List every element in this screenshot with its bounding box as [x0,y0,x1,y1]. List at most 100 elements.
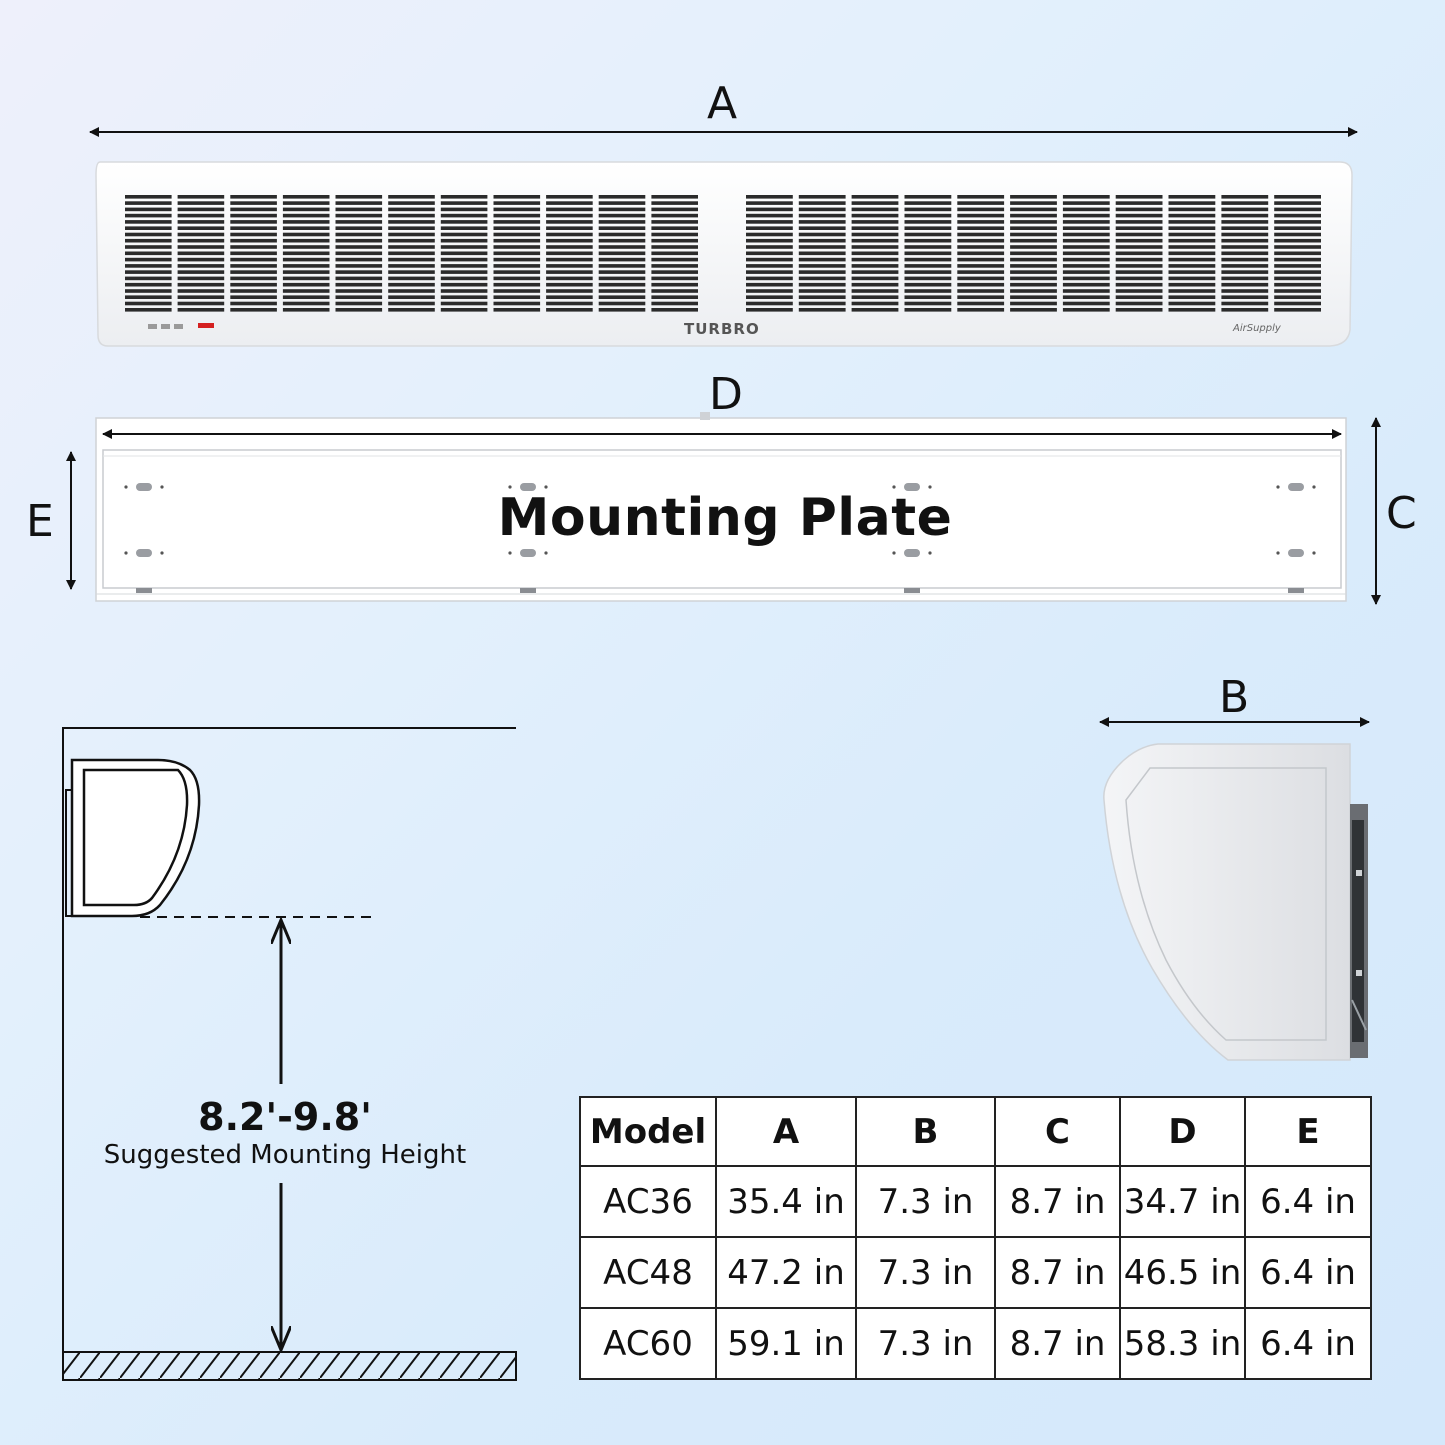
vent-slat [388,232,435,237]
vent-slat [335,289,383,293]
vent-slat [1221,264,1269,268]
vent-slat [546,213,593,218]
vent-slat [746,276,793,281]
vent-slat [388,270,435,274]
vent-slat [1221,251,1269,256]
vent-slat [282,195,330,199]
vent-slat [335,276,383,281]
vent-slat [746,207,793,212]
vent-slat [230,289,277,293]
vent-slat [335,270,383,274]
header-a: A [715,1096,857,1167]
vent-slat [904,245,952,249]
vent-slat [1168,220,1216,224]
vent-slat [335,207,383,212]
vent-slat [546,207,593,212]
vent-slat [440,289,488,293]
vent-slat [1168,251,1216,256]
vent-slat [440,238,488,243]
vent-slat [282,201,330,205]
vent-slat [1168,308,1216,312]
screw-hole-icon [508,551,512,555]
vent-slat [546,232,593,237]
vent-slat [493,226,541,230]
vent-slat [1274,308,1321,312]
vent-slat [957,295,1005,299]
vent-slat [335,213,383,218]
vent-slat [1010,264,1057,268]
vent-slat [1168,264,1216,268]
screw-hole-icon [1276,485,1280,489]
vent-slat [1274,301,1321,306]
vent-slat [177,201,225,205]
vent-slat [388,282,435,287]
vent-slat [1062,264,1110,268]
vent-slat [230,257,277,262]
vent-slat [904,282,952,287]
vent-slat [1115,301,1163,306]
vent-slat [546,301,593,306]
vent-slat [598,270,646,274]
vent-slat [1010,270,1057,274]
vent-slat [1168,232,1216,237]
cell-d: 46.5 in [1119,1236,1246,1309]
vent-slat [546,201,593,205]
vent-slat [1221,232,1269,237]
vent-slat [746,264,793,268]
vent-slat [598,264,646,268]
vent-slat [1274,220,1321,224]
vent-slat [1168,276,1216,281]
vent-slat [651,257,698,262]
screw-hole-icon [124,485,128,489]
vent-slat [957,289,1005,293]
installation-diagram [62,727,517,1381]
cell-d: 58.3 in [1119,1307,1246,1380]
vent-slat [851,201,899,205]
vent-slat [851,245,899,249]
vent-slat [651,308,698,312]
vent-slat [493,213,541,218]
vent-slat [957,270,1005,274]
vent-slat [1274,276,1321,281]
brand-logo: TURBRO [684,320,760,338]
vent-slat [388,195,435,199]
vent-slat [1168,226,1216,230]
dimension-d-label: D [709,369,743,420]
vent-slat [125,257,172,262]
vent-slat [1062,226,1110,230]
header-c: C [994,1096,1121,1167]
vent-slat [282,213,330,218]
vent-slat [1115,238,1163,243]
vent-slat [546,245,593,249]
vent-slat [440,213,488,218]
vent-slat [746,201,793,205]
vent-slat [440,195,488,199]
vent-slat [282,238,330,243]
vent-slat [125,195,172,199]
vent-slat [1062,282,1110,287]
vent-slat [957,251,1005,256]
vent-slat [651,276,698,281]
vent-slat [904,251,952,256]
vent-slat [440,251,488,256]
vent-slat [651,282,698,287]
vent-slat [177,295,225,299]
vent-slat [1115,232,1163,237]
vent-slat [177,238,225,243]
vent-slat [651,201,698,205]
cell-e: 6.4 in [1244,1236,1372,1309]
vent-slat [746,295,793,299]
vent-slat [335,264,383,268]
screw-hole-icon [508,485,512,489]
vent-slat [957,207,1005,212]
mounting-slot-icon [1288,483,1304,491]
vent-slat [1274,207,1321,212]
vent-slat [1115,295,1163,299]
vent-slat [904,195,952,199]
screw-hole-icon [892,551,896,555]
vent-slat [1221,282,1269,287]
vent-slat [798,201,846,205]
plate-tab-icon [136,588,152,593]
vent-slat [957,264,1005,268]
vent-slat [851,264,899,268]
